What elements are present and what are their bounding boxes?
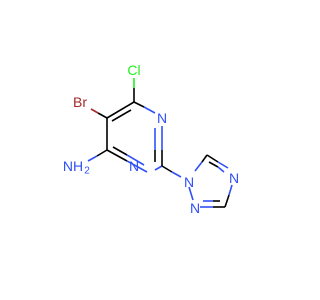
bond-c4-nh2-colored: [87, 155, 98, 162]
bond-c5-n4-inner: [208, 161, 219, 168]
substituents: [87, 78, 182, 178]
atom-labels: Cl Br N N NH 2 N N N: [63, 62, 239, 216]
bond-c4-n3: [106, 149, 128, 162]
molecule-drawing: Cl Br N N NH 2 N N N: [63, 62, 239, 216]
bond-c5-br-colored: [90, 108, 99, 114]
bond-c6-c5: [106, 101, 135, 119]
bond-tn1-c5: [194, 161, 203, 172]
atom-br: Br: [73, 94, 87, 110]
atom-n-ring-bottom: N: [129, 158, 139, 174]
bond-c4-n3-n: [126, 160, 148, 173]
atom-nh2-subscript: 2: [84, 166, 90, 177]
bond-n4-c3: [228, 184, 233, 196]
bond-tn1-c5-c: [201, 154, 208, 163]
bond-n3-c2-n: [154, 165, 163, 171]
atom-nh2-main: NH: [63, 158, 83, 174]
bond-n1-c6-n: [143, 106, 156, 114]
bond-c4-nh2: [96, 149, 108, 157]
atom-n-ring-right: N: [157, 110, 167, 126]
bond-c5-n4-inner-n: [217, 166, 225, 173]
bond-c6-c5-inner: [111, 109, 132, 122]
atom-nh2: NH 2: [63, 158, 90, 177]
bond-c2-ntriazole-colored: [171, 171, 182, 178]
atom-n-triazole-1: N: [184, 174, 194, 190]
triazole-ring: [188, 154, 233, 208]
atom-n-triazole-4: N: [229, 170, 239, 186]
atom-n-triazole-2: N: [190, 200, 200, 216]
pyrimidine-ring: [106, 101, 163, 173]
bond-n2-n1: [188, 186, 194, 201]
bond-c2-ntriazole: [161, 165, 173, 173]
bond-c5-n4-n: [217, 161, 229, 169]
bond-n1-c6: [133, 101, 145, 108]
bond-n4-c3-c: [224, 194, 230, 208]
bond-c5-n4: [206, 154, 219, 163]
atom-cl: Cl: [127, 62, 140, 78]
bond-c4-n3-inner: [112, 146, 128, 156]
bond-c4-n3-inner-n: [126, 154, 145, 166]
structure-canvas: Cl Br N N NH 2 N N N: [63, 62, 239, 216]
bond-c5-br: [97, 112, 108, 119]
